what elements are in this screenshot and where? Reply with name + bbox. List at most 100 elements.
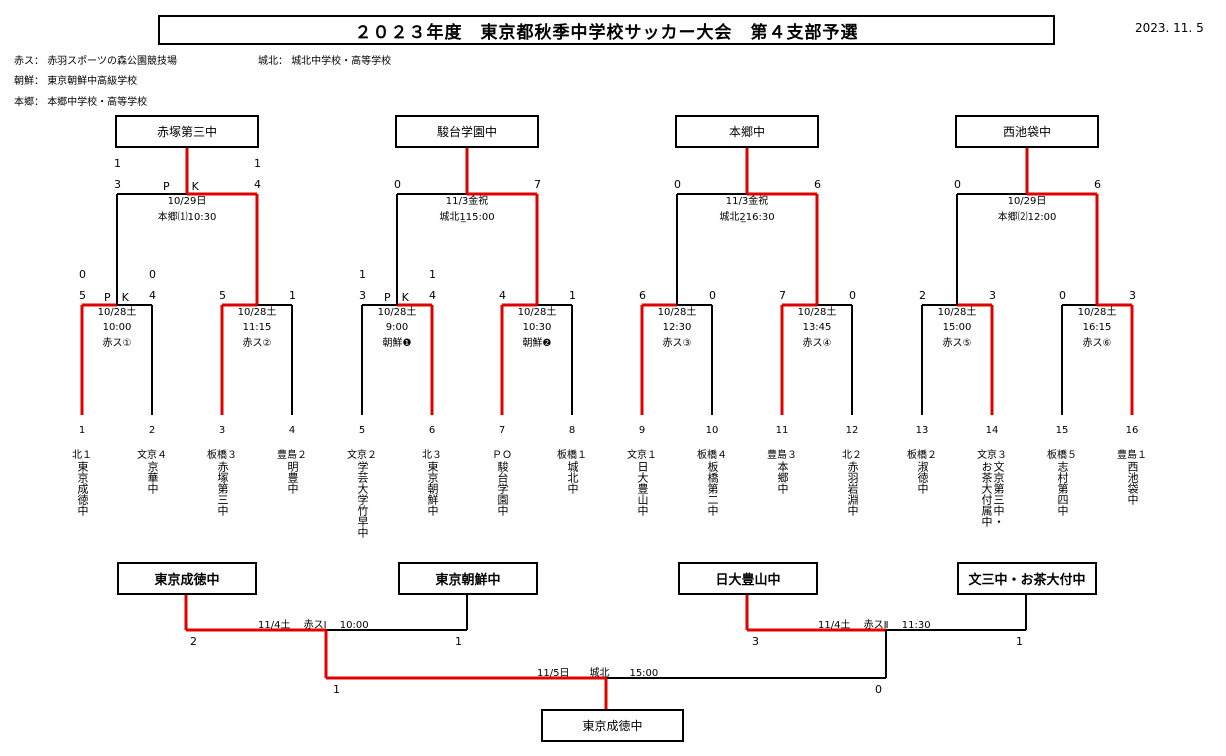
team-name: 赤羽岩淵中 — [846, 461, 859, 516]
r2-date: 11/3金祝 — [445, 196, 489, 207]
team-prefecture-rank: 北１ — [72, 450, 92, 461]
team-seed-number: 6 — [428, 425, 436, 436]
r1-pk-label: P K — [104, 291, 129, 304]
team-seed-number: 16 — [1125, 425, 1139, 436]
team-prefecture-rank: 豊島１ — [1117, 450, 1147, 461]
r2-right-score: 6 — [814, 178, 821, 191]
r1-time: 13:45 — [802, 322, 832, 333]
r1-date: 10/28土 — [517, 307, 557, 318]
r1-right-score: 1 — [289, 289, 296, 302]
r1-right-score: 0 — [849, 289, 856, 302]
r1-time: 11:15 — [242, 322, 272, 333]
team-seed-number: 15 — [1055, 425, 1069, 436]
r1-date: 10/28土 — [97, 307, 137, 318]
team-prefecture-rank: 板橋４ — [697, 450, 727, 461]
r2-time: 本郷⑵12:00 — [997, 212, 1057, 223]
team-seed-number: 4 — [288, 425, 296, 436]
r2-right-score: 4 — [254, 178, 261, 191]
team-prefecture-rank: 文京４ — [137, 450, 167, 461]
r1-venue: 赤ス⑤ — [942, 338, 972, 349]
r1-right-score: 0 — [709, 289, 716, 302]
team-name: お茶大付属中 — [980, 461, 993, 527]
semi-info: 11/4土 赤スⅠ 10:00 — [258, 620, 369, 631]
round2-winner-box: 西池袋中 — [955, 115, 1099, 148]
r1-time: 16:15 — [1082, 322, 1112, 333]
team-name: 明豊中 — [286, 461, 299, 494]
r2-date: 11/3金祝 — [725, 196, 769, 207]
team-prefecture-rank: 板橋５ — [1047, 450, 1077, 461]
r1-venue: 朝鮮❶ — [382, 338, 412, 349]
team-prefecture-rank: 豊島２ — [277, 450, 307, 461]
r1-date: 10/28土 — [937, 307, 977, 318]
team-seed-number: 13 — [915, 425, 929, 436]
team-prefecture-rank: 板橋１ — [557, 450, 587, 461]
r1-date: 10/28土 — [237, 307, 277, 318]
team-seed-number: 14 — [985, 425, 999, 436]
team-name: 日大豊山中 — [636, 461, 649, 516]
r1-date: 10/28土 — [1077, 307, 1117, 318]
venue-name: 赤羽スポーツの森公園競技場 — [47, 56, 177, 67]
venue-name: 本郷中学校・高等学校 — [47, 97, 148, 108]
team-prefecture-rank: 板橋２ — [907, 450, 937, 461]
round2-winner-box: 駿台学園中 — [395, 115, 539, 148]
team-name: 駿台学園中 — [496, 461, 509, 516]
page-title: ２０２３年度 東京都秋季中学校サッカー大会 第４支部予選 — [158, 15, 1055, 45]
final-info: 11/5日 城北 15:00 — [537, 668, 659, 679]
r2-time: 城北2̲16:30 — [719, 212, 775, 223]
venue-name: 東京朝鮮中高級学校 — [47, 76, 138, 87]
venue-label: 朝鮮： — [14, 76, 44, 87]
r1-right-score: 1 — [569, 289, 576, 302]
round2-winner-box: 赤塚第三中 — [115, 115, 259, 148]
r1-time: 10:30 — [522, 322, 552, 333]
r1-venue: 赤ス⑥ — [1082, 338, 1112, 349]
r2-right-pk: 1 — [254, 157, 261, 170]
team-prefecture-rank: 北２ — [842, 450, 862, 461]
r2-left-score: 0 — [674, 178, 681, 191]
r1-right-pk: 0 — [149, 268, 156, 281]
semifinal-team-box: 日大豊山中 — [678, 562, 818, 595]
r2-time: 本郷⑴10:30 — [157, 212, 217, 223]
r1-pk-label: P K — [384, 291, 409, 304]
team-name: 京華中 — [146, 461, 159, 494]
r2-time: 城北1̲15:00 — [439, 212, 495, 223]
team-seed-number: 1 — [78, 425, 86, 436]
r1-left-pk: 1 — [359, 268, 366, 281]
r1-left-score: 7 — [779, 289, 786, 302]
r1-venue: 赤ス③ — [662, 338, 692, 349]
r1-right-score: 3 — [1129, 289, 1136, 302]
r2-date: 10/29日 — [1007, 196, 1047, 207]
team-name: 赤塚第三中 — [216, 461, 229, 516]
r2-left-score: 3 — [114, 178, 121, 191]
r2-left-score: 0 — [394, 178, 401, 191]
team-seed-number: 10 — [705, 425, 719, 436]
r1-venue: 赤ス④ — [802, 338, 832, 349]
final-left-score: 1 — [333, 683, 340, 696]
venue-legend-johoku: 城北： 城北中学校・高等学校 — [258, 52, 391, 67]
r1-date: 10/28土 — [797, 307, 837, 318]
team-seed-number: 3 — [218, 425, 226, 436]
r1-left-score: 6 — [639, 289, 646, 302]
report-date: 2023. 11. 5 — [1135, 21, 1204, 35]
r1-venue: 朝鮮❷ — [522, 338, 552, 349]
round2-winner-box: 本郷中 — [675, 115, 819, 148]
semi-left-score: 2 — [190, 635, 197, 648]
team-seed-number: 12 — [845, 425, 859, 436]
r1-left-score: 4 — [499, 289, 506, 302]
r1-right-score: 4 — [149, 289, 156, 302]
r2-left-score: 0 — [954, 178, 961, 191]
final-right-score: 0 — [875, 683, 882, 696]
venue-legend-akasu: 赤ス： 赤羽スポーツの森公園競技場 — [14, 52, 177, 67]
champion-box: 東京成徳中 — [541, 709, 684, 742]
team-prefecture-rank: 北３ — [422, 450, 442, 461]
venue-name: 城北中学校・高等学校 — [291, 56, 392, 67]
team-name: 本郷中 — [776, 461, 789, 494]
r1-venue: 赤ス② — [242, 338, 272, 349]
team-prefecture-rank: 板橋３ — [207, 450, 237, 461]
r1-left-score: 2 — [919, 289, 926, 302]
semi-left-score: 3 — [752, 635, 759, 648]
team-name: 板橋第二中 — [706, 461, 719, 516]
r2-pk-label: P K — [163, 180, 199, 193]
team-name: 城北中 — [566, 461, 579, 494]
r1-left-score: 3 — [359, 289, 366, 302]
team-prefecture-rank: 文京２ — [347, 450, 377, 461]
